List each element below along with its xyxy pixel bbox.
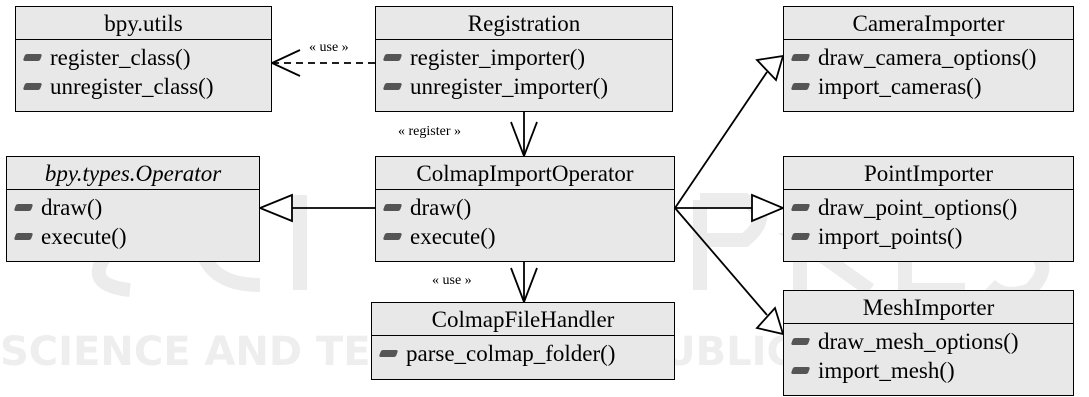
stereotype-use-top: « use » [309,40,349,55]
operation-row: draw_mesh_options() [790,327,1073,356]
operation-row: parse_colmap_folder() [378,339,674,368]
register-edge [510,111,538,159]
use-edge-top [269,49,375,77]
operation-row: draw() [382,193,674,222]
class-title: ColmapImportOperator [376,157,674,190]
method-icon [382,54,403,61]
method-icon [790,83,811,90]
method-icon [22,54,43,61]
method-icon [790,233,811,240]
class-title: bpy.types.Operator [7,157,259,190]
operation-label: register_class() [50,45,191,70]
operation-label: import_mesh() [818,358,955,383]
operation-label: unregister_class() [50,74,214,99]
method-icon [790,338,811,345]
operation-label: draw_camera_options() [818,45,1037,70]
class-bpy-utils: bpy.utils register_class() unregister_cl… [15,6,272,112]
operation-row: import_cameras() [790,72,1073,101]
operation-label: import_cameras() [818,74,982,99]
operation-row: import_points() [790,222,1073,251]
class-title: PointImporter [784,157,1073,190]
method-icon [378,350,399,357]
operation-row: unregister_class() [22,72,271,101]
class-colmap-import-operator: ColmapImportOperator draw() execute() [375,156,675,262]
class-title: MeshImporter [784,291,1073,324]
operation-label: parse_colmap_folder() [406,341,616,366]
class-title: bpy.utils [16,7,271,40]
use-edge-bottom [510,260,538,305]
operation-row: execute() [13,222,259,251]
operation-row: register_class() [22,43,271,72]
operation-label: draw_mesh_options() [818,329,1019,354]
operation-row: execute() [382,222,674,251]
operation-label: draw_point_options() [818,195,1018,220]
operation-row: draw_point_options() [790,193,1073,222]
class-title: ColmapFileHandler [372,303,674,336]
method-icon [382,233,403,240]
class-colmap-file-handler: ColmapFileHandler parse_colmap_folder() [371,302,675,380]
generalization-mesh [674,207,785,336]
method-icon [382,83,403,90]
method-icon [22,83,43,90]
method-icon [13,204,34,211]
operation-label: import_points() [818,224,963,249]
generalization-camera [674,54,785,209]
operation-row: unregister_importer() [382,72,672,101]
operation-label: register_importer() [410,45,585,70]
operation-row: draw() [13,193,259,222]
class-title: CameraImporter [784,7,1073,40]
class-title: Registration [376,7,672,40]
operation-row: register_importer() [382,43,672,72]
operation-label: execute() [41,224,127,249]
operation-label: draw() [41,195,103,220]
operation-label: execute() [410,224,496,249]
method-icon [790,367,811,374]
method-icon [382,204,403,211]
class-point-importer: PointImporter draw_point_options() impor… [783,156,1074,262]
method-icon [790,54,811,61]
class-camera-importer: CameraImporter draw_camera_options() imp… [783,6,1074,112]
class-mesh-importer: MeshImporter draw_mesh_options() import_… [783,290,1074,396]
method-icon [790,204,811,211]
operation-row: import_mesh() [790,356,1073,385]
stereotype-register: « register » [398,124,461,139]
class-registration: Registration register_importer() unregis… [375,6,673,112]
generalization-operator [257,193,375,223]
stereotype-use-bottom: « use » [432,273,472,288]
method-icon [13,233,34,240]
operation-label: draw() [410,195,472,220]
operation-row: draw_camera_options() [790,43,1073,72]
class-bpy-types-operator: bpy.types.Operator draw() execute() [6,156,260,262]
operation-label: unregister_importer() [410,74,608,99]
generalization-point [675,193,786,223]
